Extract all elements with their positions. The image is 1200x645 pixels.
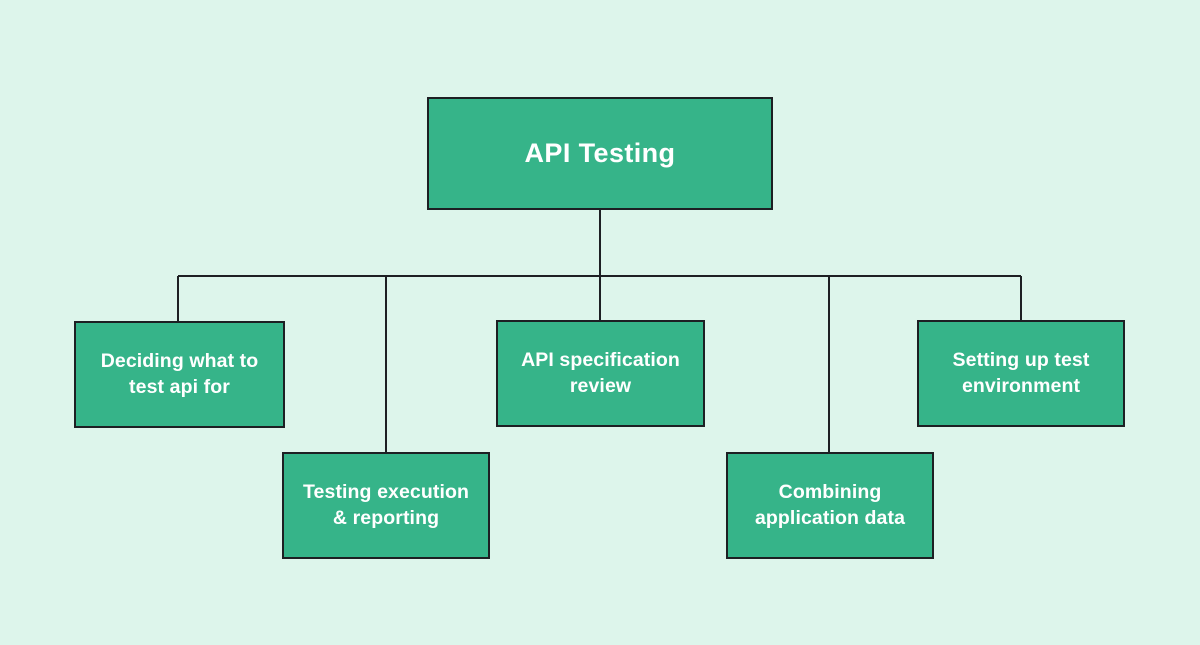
node-label-combining-application-data: Combining application data — [754, 480, 906, 529]
node-api-testing-root[interactable]: API Testing — [427, 97, 773, 210]
node-api-specification-review[interactable]: API specification review — [496, 320, 705, 427]
node-deciding-what-to-test-api-for[interactable]: Deciding what to test api for — [74, 321, 285, 428]
node-label-api-specification-review: API specification review — [521, 348, 680, 397]
node-label-testing-execution: Testing execution & reporting — [302, 480, 470, 529]
node-testing-execution-and-reporting[interactable]: Testing execution & reporting — [282, 452, 490, 559]
node-setting-up-test-environment[interactable]: Setting up test environment — [917, 320, 1125, 427]
node-label-setting-up-test-environment: Setting up test environment — [952, 348, 1090, 397]
node-combining-application-data[interactable]: Combining application data — [726, 452, 934, 559]
node-label-root: API Testing — [524, 137, 676, 168]
node-label-deciding: Deciding what to test api for — [100, 349, 259, 398]
